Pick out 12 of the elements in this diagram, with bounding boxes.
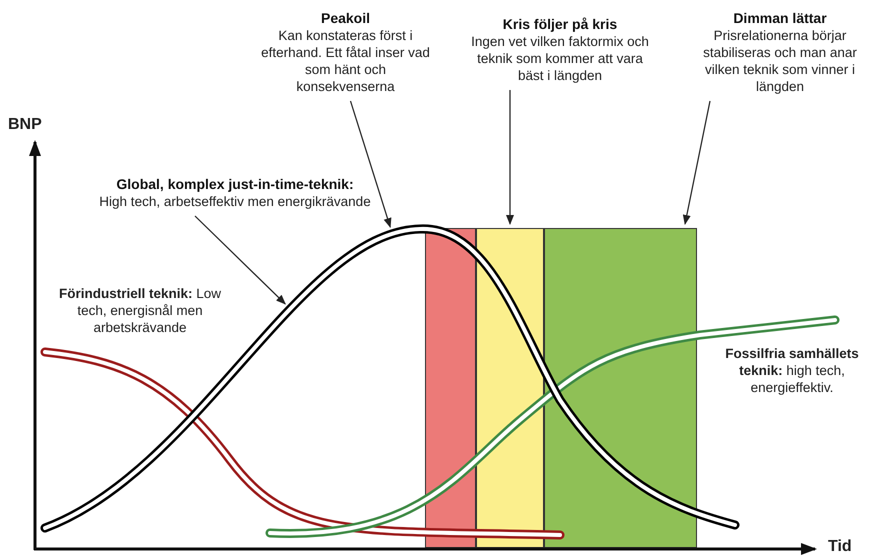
curve-label: Fossilfria samhällets teknik: high tech, energieffektiv. xyxy=(724,345,860,396)
axis-label: Tid xyxy=(828,538,853,555)
leader-arrow xyxy=(350,100,392,228)
annotation-text: Kris följer på kris Ingen vet vilken faktormix och teknik som kommer att vara bäst i längden xyxy=(470,16,650,84)
leader-arrow xyxy=(194,216,286,305)
annotation-text: Peakoil Kan konstateras först i efterhand. Ett fåtal inser vad som hänt och konsekvenserna xyxy=(258,10,433,95)
leader-arrow xyxy=(506,90,514,225)
annotation-text: Dimman lättar Prisrelationerna börjar stabiliseras och man anar vilken teknik som vinner i längden xyxy=(690,10,870,95)
axis-label: BNP xyxy=(8,116,43,133)
curve-label: Förindustriell teknik: Low tech, energisnål men arbetskrävande xyxy=(58,285,222,336)
leader-arrow xyxy=(682,100,711,225)
annotation-text: Global, komplex just-in-time-teknik: High tech, arbetseffektiv men energikrävande xyxy=(55,176,415,210)
